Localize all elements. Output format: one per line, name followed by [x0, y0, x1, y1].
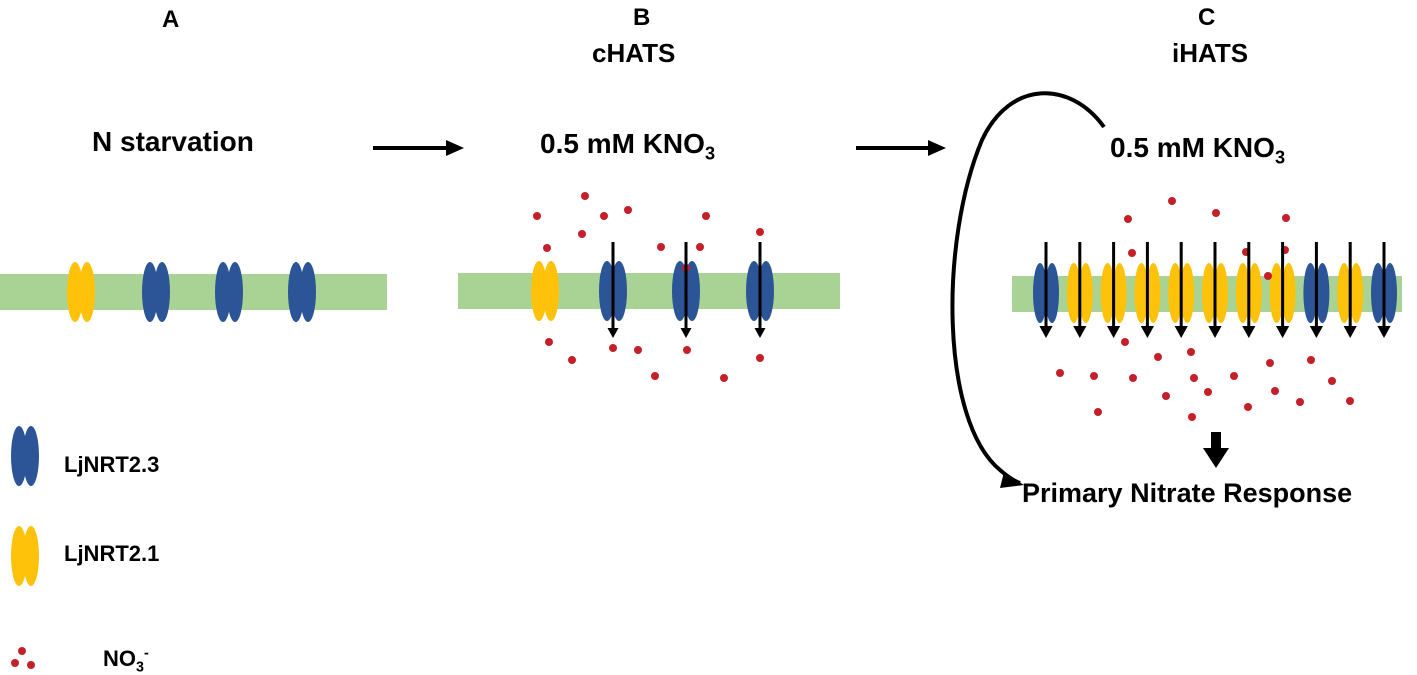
panel-c-transporter-nrt23: [1303, 263, 1330, 323]
nitrate-ion: [657, 243, 665, 251]
panel-c-uptake-arrow: [1039, 242, 1053, 338]
legend-nrt21-symbol: [11, 526, 39, 586]
legend-nrt23-label: LjNRT2.3: [64, 452, 160, 477]
panel-c-transporter-nrt21: [1134, 263, 1161, 323]
nitrate-ion: [545, 338, 553, 346]
nitrate-ion: [1271, 387, 1279, 395]
panel-c-transporter-nrt23: [1033, 263, 1059, 323]
panel-a-letter: A: [162, 6, 180, 33]
nitrate-ion: [581, 192, 589, 200]
nitrate-ion: [1296, 398, 1304, 406]
nitrate-ion: [683, 346, 691, 354]
panel-b-letter: B: [633, 4, 651, 31]
panel-c-uptake-arrow: [1208, 242, 1222, 338]
panel-c-name: iHATS: [1172, 38, 1249, 68]
panel-a-transporter-nrt23: [142, 262, 170, 322]
nitrate-ion: [696, 243, 704, 251]
membrane-a: [0, 274, 387, 310]
legend-nitrate-symbol: [11, 647, 35, 669]
nitrate-ion: [756, 354, 764, 362]
nitrate-ion: [1121, 338, 1129, 346]
nitrate-ion: [600, 212, 608, 220]
legend-nrt21-label: LjNRT2.1: [64, 541, 160, 566]
panel-c-transporter-nrt21: [1168, 263, 1195, 323]
nitrate-ion: [1056, 369, 1064, 377]
panel-c-uptake-arrow: [1073, 242, 1087, 338]
nitrate-ion: [1264, 272, 1272, 280]
nitrate-ion: [1328, 377, 1336, 385]
nitrate-ion: [1154, 353, 1162, 361]
nitrate-ion: [1346, 397, 1354, 405]
nitrate-ion: [1090, 372, 1098, 380]
nitrate-ion: [1188, 413, 1196, 421]
panel-c-uptake-arrow: [1174, 242, 1188, 338]
nitrate-ion: [1230, 372, 1238, 380]
nitrate-ion: [624, 206, 632, 214]
panel-c-condition: 0.5 mM KNO3: [1110, 132, 1286, 168]
nitrate-ion: [1307, 356, 1315, 364]
nitrate-ion: [1244, 403, 1252, 411]
panel-c-transporter-nrt21: [1100, 263, 1127, 323]
panel-c-transporter-nrt21: [1066, 263, 1093, 323]
nitrate-ion: [578, 230, 586, 238]
nitrate-ion: [756, 228, 764, 236]
nitrate-ion: [1212, 209, 1220, 217]
nitrate-ion: [702, 212, 710, 220]
panel-b-uptake-arrow: [754, 242, 766, 338]
legend-nrt23-symbol: [11, 426, 39, 486]
nitrate-ion: [634, 346, 642, 354]
panel-c-transporter-nrt21: [1269, 263, 1296, 323]
panel-c-letter: C: [1198, 4, 1216, 31]
panel-c-uptake-arrow: [1377, 242, 1391, 338]
panel-c-uptake-arrow: [1107, 242, 1121, 338]
legend-nitrate-label: NO3-: [103, 645, 149, 675]
down-arrow-to-response: [1203, 432, 1229, 468]
panel-c-uptake-arrow: [1343, 242, 1357, 338]
arrow-b-to-c: [856, 140, 946, 156]
panel-b-transporter-nrt21: [531, 261, 559, 321]
panel-b-uptake-arrow: [680, 242, 692, 338]
panel-a-transporter-nrt23: [288, 262, 316, 322]
nitrate-ion: [543, 244, 551, 252]
nitrate-ion: [1204, 388, 1212, 396]
panel-c-transporter-nrt21: [1202, 263, 1228, 323]
nitrate-ion: [1094, 408, 1102, 416]
nitrate-ion: [651, 372, 659, 380]
panel-c-uptake-arrow: [1276, 242, 1290, 338]
panel-c-uptake-arrow: [1242, 242, 1256, 338]
curved-signaling-arrow: [950, 91, 1106, 488]
panel-c-transporter-nrt21: [1235, 263, 1262, 323]
nitrate-ion: [1190, 374, 1198, 382]
panel-b-condition: 0.5 mM KNO3: [540, 128, 716, 164]
nitrate-ion: [1282, 214, 1290, 222]
nitrate-ion: [1162, 392, 1170, 400]
panel-a-transporter-nrt21: [67, 262, 95, 322]
panel-b-transporter-nrt23: [672, 261, 700, 321]
nitrate-ion: [720, 374, 728, 382]
panel-c-transporter-nrt23: [1371, 263, 1397, 323]
nitrate-ion: [1187, 348, 1195, 356]
nitrate-ion: [1124, 215, 1132, 223]
panel-b-transporter-nrt23: [599, 261, 627, 321]
panel-a-transporter-nrt23: [215, 262, 243, 322]
panel-a-condition: N starvation: [92, 126, 254, 157]
nitrate-ion: [1129, 374, 1137, 382]
nitrate-ion: [533, 212, 541, 220]
nitrate-ion: [1128, 249, 1136, 257]
nitrate-ion: [609, 344, 617, 352]
panel-c-uptake-arrow: [1140, 242, 1154, 338]
panel-b-name: cHATS: [592, 38, 676, 68]
panel-c-transporter-nrt21: [1337, 263, 1364, 323]
membrane-b: [458, 273, 840, 309]
panel-c-uptake-arrow: [1309, 242, 1323, 338]
panel-b-uptake-arrow: [607, 242, 619, 338]
panel-b-transporter-nrt23: [746, 261, 774, 321]
nitrate-ion: [568, 356, 576, 364]
nitrate-ion: [1266, 359, 1274, 367]
nitrate-ion: [1168, 197, 1176, 205]
arrow-a-to-b: [373, 140, 464, 156]
primary-nitrate-response-label: Primary Nitrate Response: [1022, 478, 1353, 508]
